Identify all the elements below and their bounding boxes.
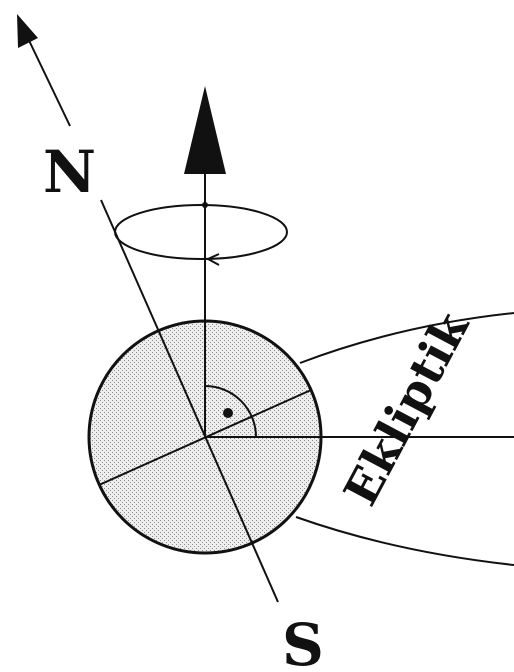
axis-ellipse-dot	[202, 202, 208, 208]
rotation-ellipse	[115, 205, 287, 259]
arrow-up-icon	[184, 86, 226, 174]
south-label: S	[282, 611, 324, 672]
north-label: N	[43, 138, 96, 206]
right-angle-dot	[223, 408, 233, 418]
ecliptic-label: Ekliptik	[333, 302, 480, 514]
north-arrow-icon	[17, 14, 38, 48]
earth-axis-upper	[24, 30, 70, 126]
orbit-lower-curve	[296, 517, 514, 565]
